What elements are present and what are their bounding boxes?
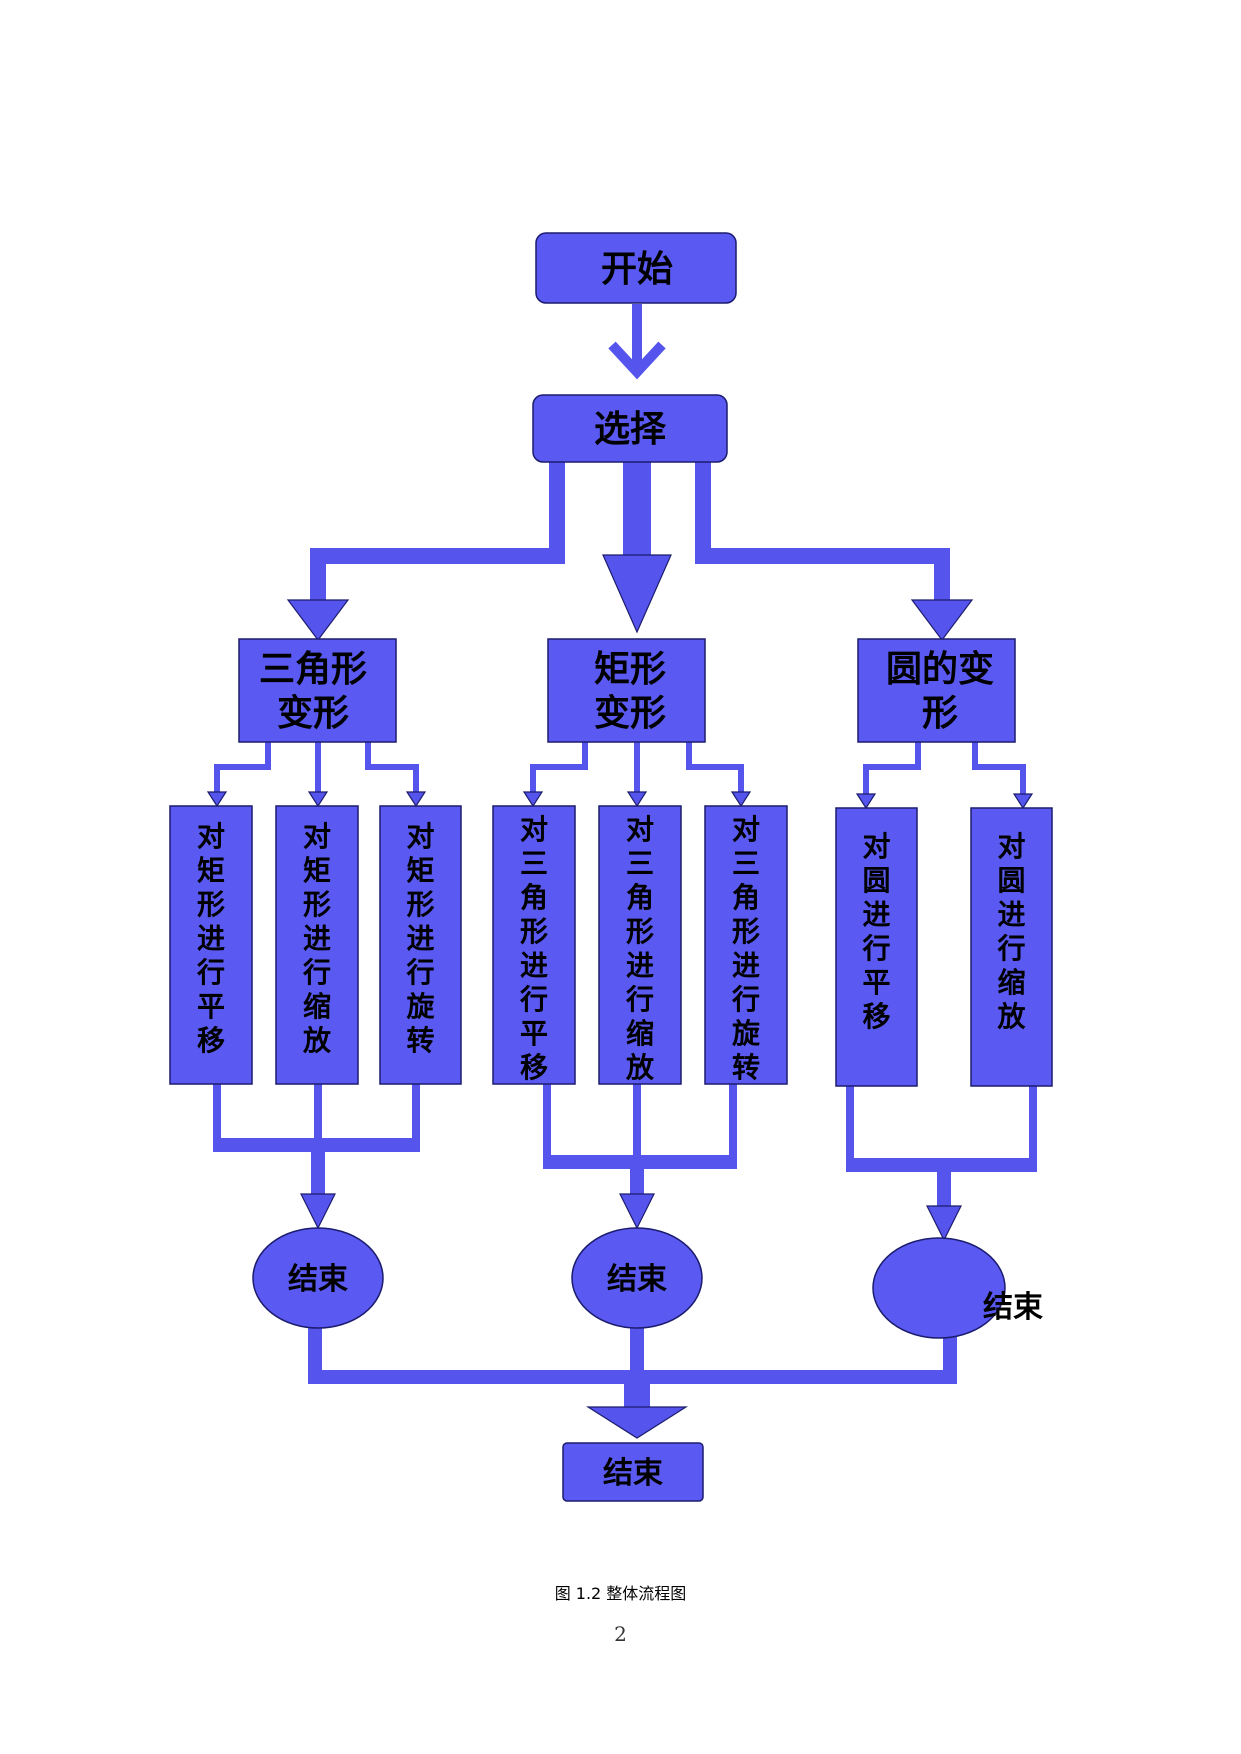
action-label-0-0: 对矩形进行平移 (196, 820, 225, 1057)
action-box-2-0 (835, 807, 918, 1087)
connector-mid-title-a3 (686, 742, 744, 796)
connectors (206, 304, 1037, 1439)
connector-mid-title-a1 (530, 742, 588, 796)
connector-left-title-a1-head (206, 791, 228, 808)
action-label-0-2: 对矩形进行旋转 (405, 820, 434, 1057)
arrow-to-final-end (585, 1406, 689, 1439)
arrow-choose-to-middle (602, 554, 672, 634)
branch-title-label-2: 圆的变形 (886, 648, 994, 734)
final-end-node-label: 结束 (603, 1456, 663, 1491)
connector-choose-to-right (695, 462, 950, 600)
action-label-2-0: 对圆进行平移 (861, 830, 890, 1033)
action-label-0-1: 对矩形进行缩放 (302, 820, 332, 1057)
branch-title-box-2 (857, 638, 1016, 743)
arrow-choose-to-left (286, 599, 350, 641)
connector-right-title-a1-head (855, 793, 877, 810)
merge-left-head (300, 1193, 336, 1230)
action-box-1-1 (598, 805, 682, 1085)
branch-title-label-1: 矩形变形 (594, 649, 666, 734)
choose-node (532, 394, 728, 463)
connector-right-title-a2-head (1012, 793, 1034, 810)
connector-right-title-a2 (972, 742, 1026, 798)
branch-title-box-1 (547, 638, 706, 743)
action-box-1-0 (492, 805, 576, 1085)
action-label-1-2: 对三角形进行旋转 (731, 813, 760, 1084)
action-box-0-2 (379, 805, 462, 1085)
figure-caption: 图 1.2 整体流程图 (554, 1584, 687, 1603)
end-node-1 (571, 1227, 703, 1329)
connector-right-title-a1 (863, 742, 921, 798)
action-box-0-0 (169, 805, 253, 1085)
action-label-1-0: 对三角形进行平移 (519, 813, 548, 1084)
end-node-label-2: 结束 (983, 1290, 1043, 1325)
merge-middle-head (619, 1193, 655, 1230)
arrow-choose-to-right (910, 599, 974, 641)
action-label-2-1: 对圆进行缩放 (996, 830, 1026, 1033)
action-box-0-1 (275, 805, 359, 1085)
end-node-0 (252, 1227, 384, 1329)
action-label-1-1: 对三角形进行缩放 (625, 813, 655, 1084)
end-node-label-1: 结束 (607, 1262, 667, 1297)
choose-node-label: 选择 (594, 409, 667, 450)
connector-left-title-a3 (365, 742, 419, 796)
final-end-node (562, 1442, 704, 1502)
arrow-mid-title-a2 (626, 791, 648, 808)
connector-mid-title-a1-head (522, 791, 544, 808)
start-node-label: 开始 (601, 249, 673, 290)
arrow-start-to-choose (608, 341, 666, 380)
end-node-2 (872, 1237, 1006, 1339)
connector-left-title-a3-head (405, 791, 427, 808)
branch-title-label-0: 三角形变形 (259, 649, 367, 734)
connector-mid-title-a3-head (730, 791, 752, 808)
action-box-2-1 (970, 807, 1053, 1087)
connector-left-title-a1 (214, 742, 271, 796)
start-node (535, 232, 737, 304)
page-number: 2 (614, 1622, 627, 1646)
action-box-1-2 (704, 805, 788, 1085)
end-node-label-0: 结束 (288, 1262, 348, 1297)
connector-choose-to-left (310, 462, 565, 600)
branch-title-box-0 (238, 638, 397, 743)
arrow-left-title-a2 (307, 791, 329, 808)
merge-right-head (926, 1205, 962, 1242)
